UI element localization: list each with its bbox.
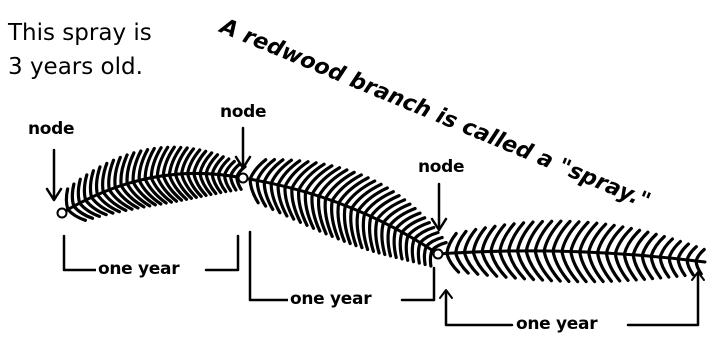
caption-line-2: 3 years old. [8,54,143,80]
node-label-1: node [28,119,75,139]
bracket-tick-3b [691,271,705,281]
node-arrow-2 [234,126,252,170]
node-label-2: node [220,102,267,122]
spray-segment-3 [436,219,707,284]
spray-segment-2 [241,158,448,268]
year-bracket-3 [444,272,700,327]
node-arrow-3 [430,182,448,232]
node-label-3: node [418,157,465,177]
spray-segment-1 [60,145,247,222]
year-label-2: one year [288,289,374,309]
node-marker-1 [56,207,68,219]
bracket-tick-3a [439,289,453,299]
year-label-3: one year [514,314,600,334]
year-bracket-2 [248,230,436,302]
year-label-1: one year [96,259,182,279]
node-arrow-1 [45,148,63,202]
node-marker-2 [237,172,249,184]
caption-line-1: This spray is [8,20,152,46]
node-marker-3 [432,248,444,260]
year-bracket-1 [62,234,240,272]
